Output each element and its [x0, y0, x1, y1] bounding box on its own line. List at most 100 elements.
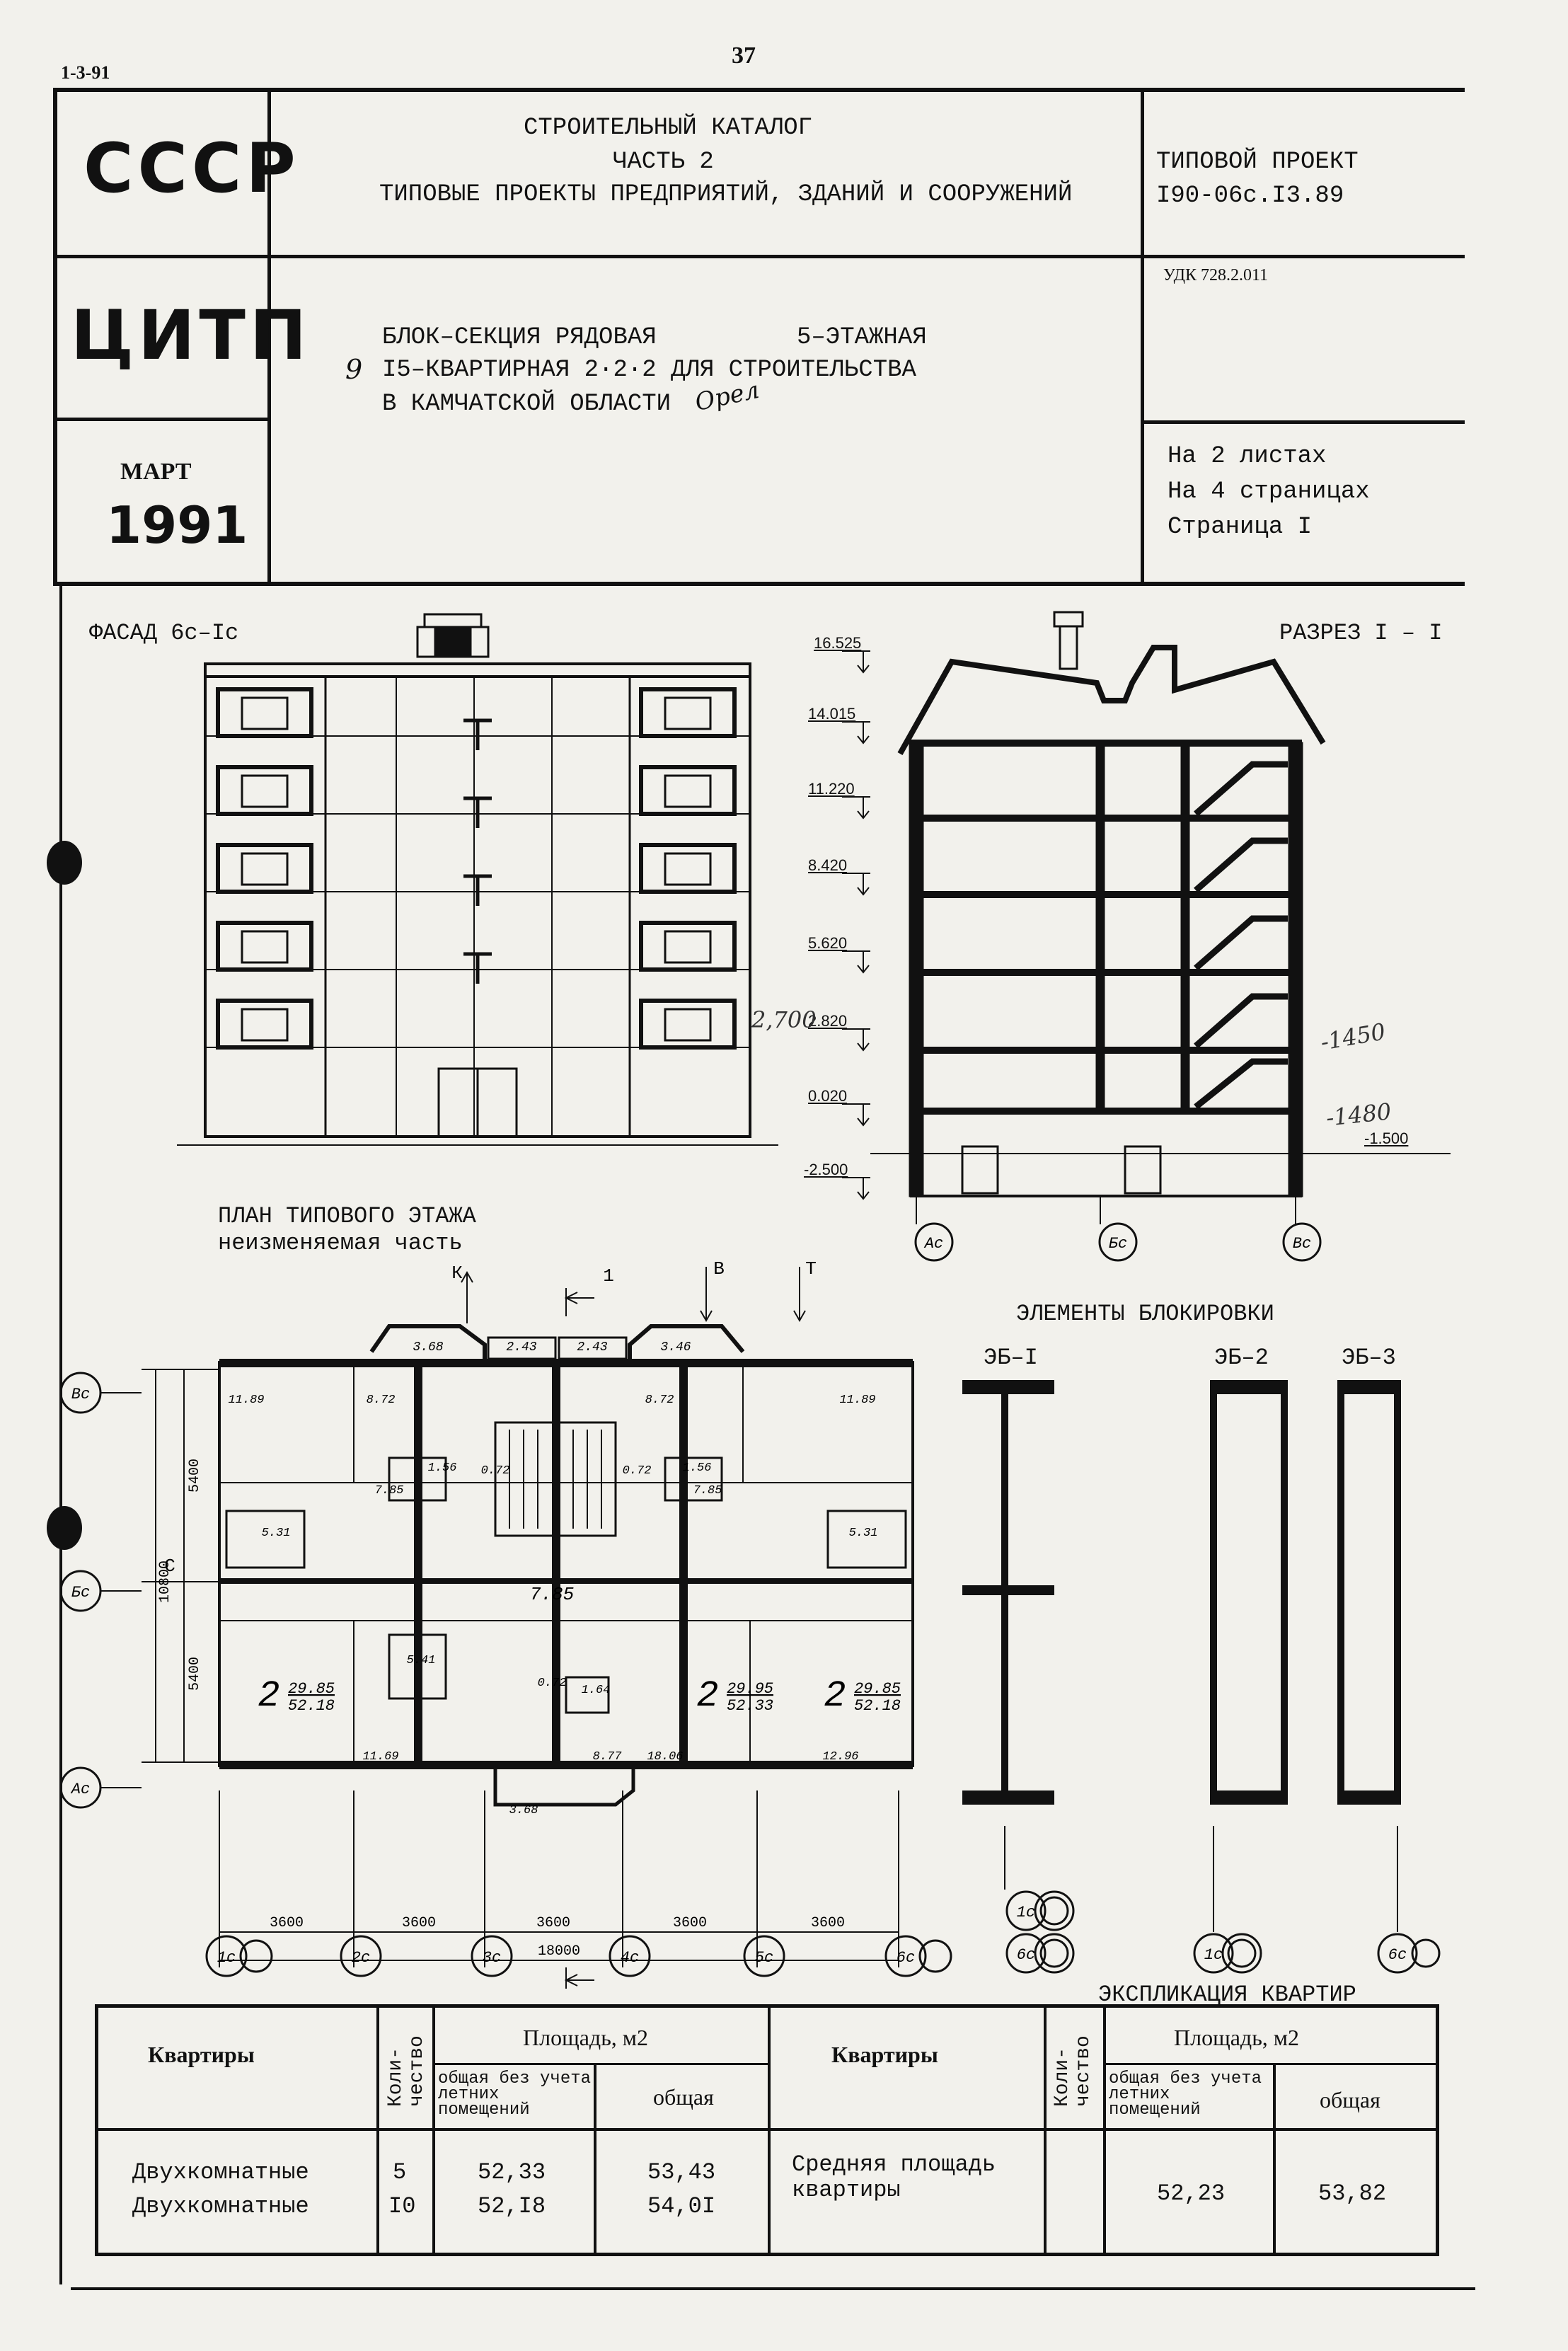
row-total: 54,0I: [647, 2193, 716, 2219]
axis-bubble-marker: [918, 1939, 952, 1973]
hand-note: 2,700: [751, 1006, 817, 1033]
axis-label: 4с: [621, 1949, 639, 1967]
facade-window-sash: [664, 852, 712, 886]
avg-no-summer: 52,23: [1157, 2180, 1226, 2207]
axis-label: Вс: [71, 1386, 90, 1403]
axis-bubble: [471, 1935, 513, 1977]
level-mark: 2.820: [808, 1012, 848, 1030]
doc-code: 1-3-91: [61, 62, 110, 83]
handwritten-9: 9: [345, 354, 363, 385]
level-mark: 0.020: [808, 1087, 848, 1105]
eb-axis-label: 1с: [1204, 1946, 1223, 1964]
apt-living-area: 29.85: [288, 1680, 335, 1698]
room-area: 7.85: [375, 1484, 404, 1498]
plan-mark: С: [164, 1556, 175, 1577]
room-area: 5.31: [849, 1527, 878, 1540]
title-line2: I5–КВАРТИРНАЯ 2·2·2 ДЛЯ СТРОИТЕЛЬСТВА: [382, 357, 916, 384]
th-no-summer: общая без учета летних помещений: [438, 2069, 592, 2120]
level-mark: 8.420: [808, 856, 848, 874]
room-area: 5.31: [262, 1527, 291, 1540]
page-number: 37: [732, 42, 756, 69]
axis-label: Бс: [71, 1584, 90, 1602]
axis-label: 2с: [352, 1949, 370, 1967]
facade-window-sash: [241, 696, 289, 730]
project-label: ТИПОВОЙ ПРОЕКТ: [1156, 149, 1359, 176]
axis-label: 6с: [897, 1949, 915, 1967]
axis-bubble: [609, 1935, 651, 1977]
room-area: 1.56: [683, 1461, 712, 1475]
row-count: 5: [393, 2159, 407, 2185]
th-total: общая: [653, 2084, 714, 2110]
facade-window: [639, 687, 737, 738]
plan-title: ПЛАН ТИПОВОГО ЭТАЖА: [218, 1203, 476, 1229]
axis-label: 1с: [217, 1949, 236, 1967]
th-area-2: Площадь, м2: [1174, 2025, 1300, 2050]
axis-bubble-marker: [239, 1939, 273, 1973]
eb-axis-label: 1с: [1017, 1904, 1035, 1921]
room-area: 0.72: [623, 1464, 652, 1478]
pages-count: На 4 страницах: [1168, 478, 1370, 505]
th-count-2: Коли- чество: [1051, 2035, 1095, 2107]
apt-total-area: 52.18: [288, 1697, 335, 1715]
apt-total-area: 52.18: [854, 1697, 901, 1715]
level-mark: 11.220: [808, 780, 855, 798]
plan-drawing: К 1 В Т С 3.68 2.43 2.43 3.46 3600 3600 …: [142, 1258, 914, 1989]
facade-window-sash: [241, 774, 289, 808]
th-apts-2: Квартиры: [831, 2042, 938, 2067]
punch-hole: [47, 841, 82, 885]
row-count: I0: [388, 2193, 416, 2219]
explication-table: Квартиры Коли- чество Площадь, м2 общая …: [95, 2004, 1439, 2256]
facade-window-sash: [664, 774, 712, 808]
row-no-summer: 52,33: [478, 2159, 546, 2185]
title-line1b: 5–ЭТАЖНАЯ: [797, 324, 927, 351]
apt-total-area: 52.33: [727, 1697, 773, 1715]
axis-bubble: [205, 1935, 248, 1977]
facade-window: [216, 921, 313, 972]
plan-mark: Т: [805, 1258, 817, 1280]
eb-label: ЭБ–3: [1342, 1345, 1396, 1371]
bottom-rule: [71, 2287, 1475, 2290]
facade-drawing: [177, 613, 778, 1146]
room-area: 8.77: [593, 1750, 623, 1764]
plan-dim-bottom: 3600: [402, 1915, 436, 1931]
facade-window: [216, 687, 313, 738]
plan-total: 18000: [538, 1943, 580, 1960]
room-area: 11.69: [362, 1750, 398, 1764]
th-area: Площадь, м2: [523, 2025, 649, 2050]
apt-living-area: 29.95: [727, 1680, 773, 1698]
room-area: 7.85: [693, 1484, 722, 1498]
facade-window-sash: [664, 1008, 712, 1042]
level-mark: -2.500: [804, 1161, 848, 1178]
level-mark: 14.015: [808, 705, 856, 723]
avg-label: Средняя площадь квартиры: [792, 2151, 996, 2203]
axis-label: 5с: [755, 1949, 773, 1967]
facade-window: [639, 843, 737, 894]
plan-mark: К: [451, 1263, 463, 1284]
stair-window: [463, 718, 492, 750]
plan-mark: В: [713, 1258, 725, 1280]
level-mark: 5.620: [808, 934, 848, 952]
blocking-title: ЭЛЕМЕНТЫ БЛОКИРОВКИ: [1016, 1301, 1274, 1327]
row-name: Двухкомнатные: [132, 2159, 309, 2185]
room-area: 8.72: [367, 1393, 396, 1407]
eb-axis-label: 6с: [1388, 1946, 1407, 1964]
room-area: 3.68: [509, 1804, 538, 1817]
level-mark: 16.525: [814, 634, 862, 652]
section-axis-label: Ас: [923, 1235, 943, 1253]
facade-window-sash: [241, 930, 289, 964]
plan-dim: 2.43: [506, 1340, 536, 1355]
room-area: 18.06: [647, 1750, 683, 1764]
room-area: 0.72: [538, 1677, 567, 1690]
room-area: 8.72: [645, 1393, 674, 1407]
facade-window-sash: [241, 1008, 289, 1042]
facade-window: [216, 765, 313, 816]
catalog-line1: СТРОИТЕЛЬНЫЙ КАТАЛОГ: [524, 115, 813, 142]
th-apts: Квартиры: [148, 2042, 255, 2067]
room-area: 0.72: [481, 1464, 510, 1478]
facade-title: ФАСАД 6с–Iс: [89, 620, 239, 646]
level-mark-right: -1.500: [1364, 1129, 1409, 1147]
plan-mark: 1: [603, 1265, 614, 1287]
apt-rooms: 2: [258, 1675, 279, 1717]
plan-dim-bottom: 3600: [270, 1915, 304, 1931]
table-title: ЭКСПЛИКАЦИЯ КВАРТИР: [1098, 1982, 1356, 2008]
